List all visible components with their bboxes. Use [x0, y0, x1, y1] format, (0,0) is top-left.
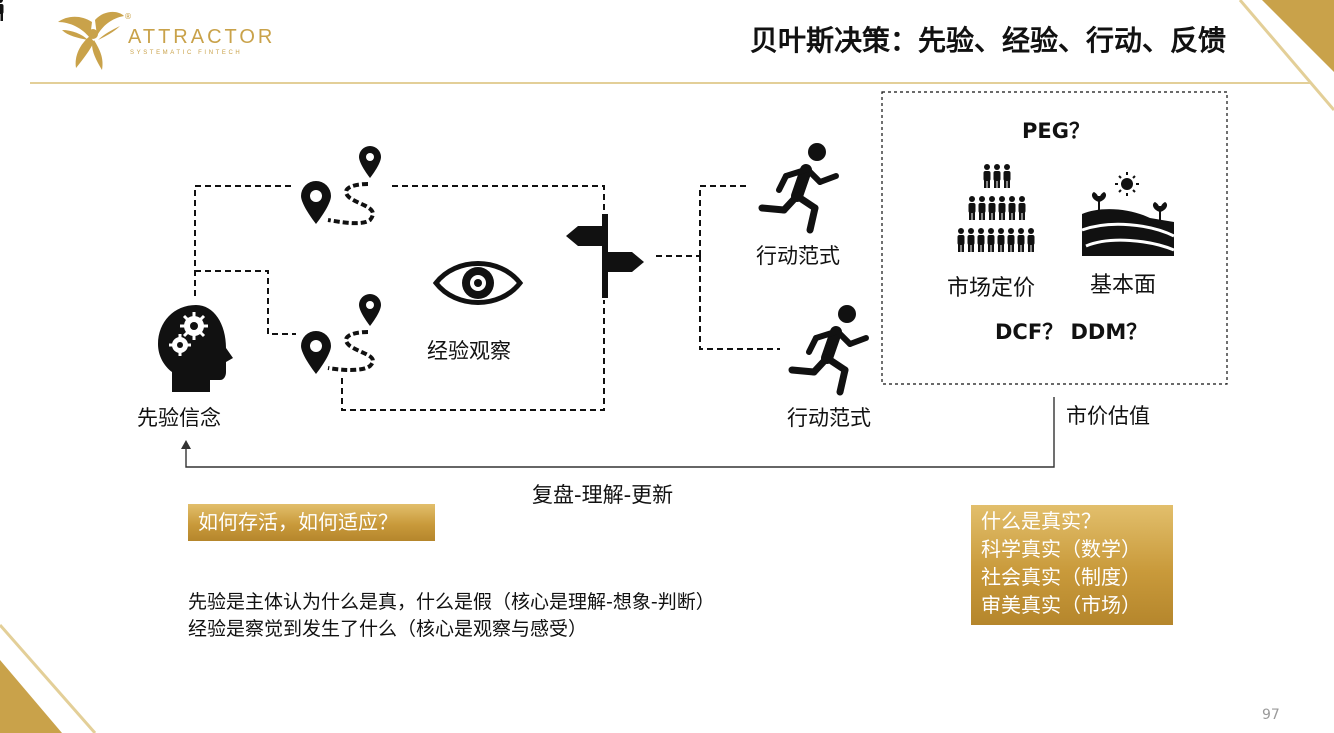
truth-line: 社会真实（制度） [981, 565, 1141, 589]
connector-upper-to-sign [392, 185, 605, 218]
connector-action-top [699, 185, 750, 256]
note-line: 经验是察觉到发生了什么（核心是观察与感受） [188, 618, 588, 640]
truth-box: 什么是真实？ 科学真实（数学） 社会真实（制度） 审美真实（市场） [971, 505, 1173, 625]
route-icon-lower [301, 294, 381, 374]
market-valuation-label: 市价估值 [1066, 404, 1150, 428]
dashed-connectors [194, 185, 780, 411]
brand-tagline: SYSTEMATIC FINTECH [130, 50, 243, 56]
head-gears-icon [158, 305, 233, 392]
feedback-label: 复盘-理解-更新 [532, 483, 674, 507]
crowd-icon [0, 0, 1035, 252]
logo-bird-icon [58, 11, 124, 70]
survival-question-text: 如何存活，如何适应？ [198, 510, 398, 534]
truth-line: 审美真实（市场） [981, 593, 1141, 617]
peg-label: PEG？ [1022, 119, 1090, 143]
page-number: 97 [1262, 707, 1280, 723]
valuation-frame [881, 91, 1228, 385]
survival-question-box: 如何存活，如何适应？ [188, 504, 435, 541]
truth-line: 科学真实（数学） [981, 537, 1141, 561]
bottom-left-corner-decoration [0, 624, 97, 733]
brand-name: ATTRACTOR [128, 26, 276, 48]
connector-action-bottom [699, 256, 780, 350]
truth-line: 什么是真实？ [981, 509, 1101, 533]
connector-lower-path [195, 270, 296, 335]
fundamentals-label: 基本面 [1090, 273, 1157, 298]
experience-observation-label: 经验观察 [427, 339, 511, 363]
runner-icon-top [758, 143, 839, 234]
action-paradigm-bottom-label: 行动范式 [787, 406, 871, 430]
farmland-icon [1081, 172, 1175, 256]
feedback-loop-arrow [181, 397, 1055, 468]
note-line: 先验是主体认为什么是真，什么是假（核心是理解-想象-判断） [188, 591, 715, 613]
action-paradigm-top-label: 行动范式 [756, 244, 840, 268]
registered-mark: ® [124, 12, 132, 21]
market-pricing-label: 市场定价 [947, 276, 1036, 301]
signpost-icon [566, 214, 644, 298]
top-right-corner-decoration [1238, 0, 1334, 111]
connector-lower-to-sign [341, 300, 605, 411]
eye-icon [432, 261, 524, 305]
route-icon-upper [301, 146, 381, 226]
page-title: 贝叶斯决策：先验、经验、行动、反馈 [749, 24, 1226, 57]
dcf-ddm-label: DCF？ DDM？ [995, 320, 1148, 344]
connector-upper-path [194, 185, 292, 296]
runner-icon-bottom [788, 305, 869, 396]
prior-belief-label: 先验信念 [137, 406, 221, 430]
